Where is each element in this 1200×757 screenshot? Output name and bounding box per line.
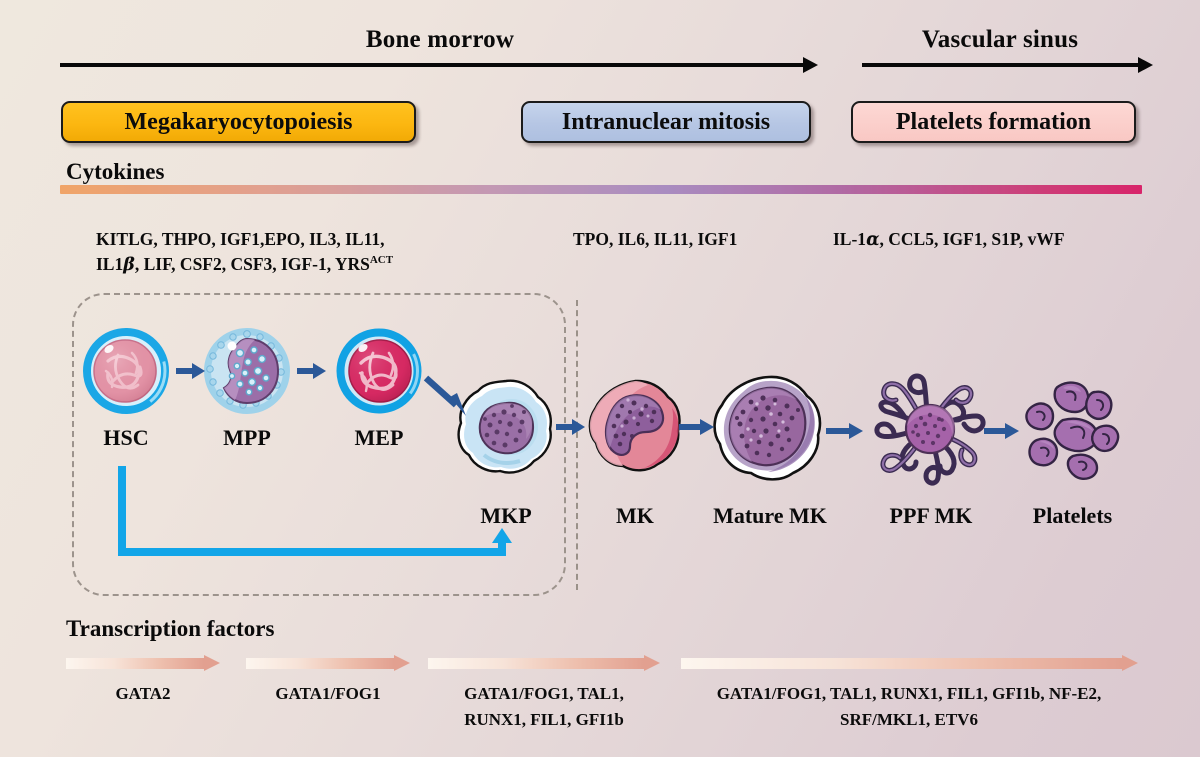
transcription-factors-heading: Transcription factors [66, 616, 275, 641]
cell-label-mpp: MPP [223, 425, 271, 450]
cytokines-group-2-line1: TPO, IL6, IL11, IGF1 [573, 229, 738, 249]
arrow-mkp-to-mk [556, 419, 585, 435]
cytokines-group-1-line2-pre: IL1 [96, 253, 124, 274]
stage-pill-label: Platelets formation [895, 108, 1092, 135]
tf-arrow-2 [246, 655, 410, 672]
tf-group-1: GATA2 [66, 681, 220, 707]
mk-cell [588, 379, 681, 472]
feedback-arrow-riser-segment [498, 538, 506, 556]
cell-label-mkp: MKP [480, 503, 532, 528]
cytokines-group-3: IL-1α, CCL5, IGF1, S1P, vWF [833, 227, 1065, 253]
tf-group-4-line-2: SRF/MKL1, ETV6 [840, 710, 978, 730]
tf-group-4-line-1: GATA1/FOG1, TAL1, RUNX1, FIL1, GFI1b, NF… [716, 684, 1102, 703]
platelets-cell [1025, 381, 1120, 480]
stage-pill-label: Megakaryocytopoiesis [124, 108, 353, 135]
tf-group-3-line-1: GATA1/FOG1, TAL1, [464, 684, 624, 703]
tf-group-4: GATA1/FOG1, TAL1, RUNX1, FIL1, GFI1b, NF… [676, 681, 1142, 734]
cytokines-group-2: TPO, IL6, IL11, IGF1 [573, 227, 737, 252]
arrow-hsc-to-mpp [176, 363, 205, 379]
hsc-cell [83, 328, 169, 414]
cytokines-group-1: KITLG, THPO, IGF1,EPO, IL3, IL11, IL1β, … [96, 227, 393, 278]
stage-pill-label: Intranuclear mitosis [561, 108, 771, 135]
feedback-arrow-vertical-segment [118, 466, 126, 556]
region-label-vascular-sinus: Vascular sinus [921, 26, 1079, 53]
cell-label-ppf-mk: PPF MK [889, 503, 973, 528]
greek-alpha: α [866, 230, 880, 250]
tf-arrow-3 [428, 655, 660, 672]
mpp-cell [204, 328, 290, 414]
stage-pill-platelets-formation[interactable]: Platelets formation [851, 101, 1136, 143]
stage-pill-megakaryocytopoiesis[interactable]: Megakaryocytopoiesis [61, 101, 416, 143]
cell-label-platelets: Platelets [1032, 503, 1113, 528]
stage-pill-intranuclear-mitosis[interactable]: Intranuclear mitosis [521, 101, 811, 143]
arrow-mep-to-mkp [423, 375, 466, 416]
arrow-mpp-to-mep [297, 363, 326, 379]
tf-arrow-4 [681, 655, 1138, 672]
cytokines-heading: Cytokines [66, 159, 165, 184]
region-label-bone-marrow: Bone morrow [365, 26, 515, 53]
cytokines-group-3-line1-pre: IL-1 [833, 229, 867, 249]
bone-marrow-axis-arrowhead [803, 57, 818, 73]
tf-group-3-line-2: RUNX1, FIL1, GFI1b [464, 710, 624, 730]
cytokines-group-3-line1-post: , CCL5, IGF1, S1P, vWF [879, 229, 1065, 249]
tf-group-2-line-1: GATA1/FOG1 [275, 684, 381, 703]
cell-label-hsc: HSC [103, 425, 149, 450]
cell-label-mk: MK [616, 503, 654, 528]
cell-label-mep: MEP [354, 425, 404, 450]
stage-divider-dashed-line [576, 300, 578, 590]
cytokines-group-1-line2-post: , LIF, CSF2, CSF3, IGF-1, YRS [134, 253, 370, 274]
mature-mk-cell [713, 375, 822, 481]
early-progenitor-dashed-container [72, 293, 566, 596]
tf-group-1-line-1: GATA2 [115, 684, 171, 703]
vascular-sinus-axis-arrowhead [1138, 57, 1153, 73]
tf-group-3: GATA1/FOG1, TAL1, RUNX1, FIL1, GFI1b [424, 681, 664, 734]
arrow-mk-to-mature-mk [679, 419, 714, 435]
arrow-ppf-mk-to-platelets [984, 423, 1019, 439]
cytokines-gradient-bar [60, 185, 1142, 194]
mep-cell [336, 328, 422, 414]
feedback-arrow-head [492, 528, 512, 543]
mkp-cell [457, 379, 552, 474]
cytokines-group-1-line1: KITLG, THPO, IGF1,EPO, IL3, IL11, [96, 229, 385, 249]
cytokines-group-1-line2-sup: ACT [369, 254, 394, 267]
ppf-mk-cell [874, 373, 986, 486]
feedback-arrow-horizontal-segment [118, 548, 506, 556]
arrow-mature-mk-to-ppf-mk [826, 423, 863, 439]
cell-label-mature-mk: Mature MK [713, 503, 827, 528]
bone-marrow-axis-arrow [60, 63, 805, 67]
tf-group-2: GATA1/FOG1 [242, 681, 414, 707]
tf-arrow-1 [66, 655, 220, 672]
vascular-sinus-axis-arrow [862, 63, 1140, 67]
greek-beta: β [123, 254, 135, 275]
